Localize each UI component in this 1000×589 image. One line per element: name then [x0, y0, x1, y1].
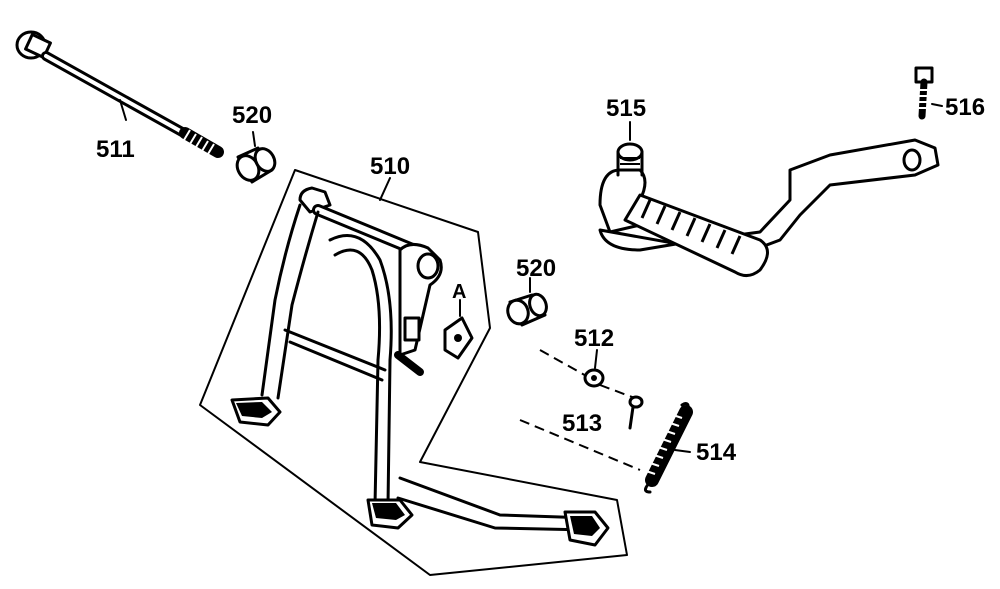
leader-510 [379, 177, 391, 201]
label-512: 512 [574, 325, 615, 352]
label-515: 515 [606, 95, 647, 122]
spring-514 [642, 402, 693, 494]
bolt-516 [914, 66, 934, 120]
label-510: 510 [370, 153, 411, 180]
assembly-line-514 [519, 419, 641, 471]
pin-513 [628, 395, 644, 430]
label-513: 513 [562, 410, 603, 437]
leader-516 [931, 103, 943, 107]
main-stand-510 [230, 186, 610, 547]
bushing-520-top [235, 146, 277, 184]
bushing-520-mid [506, 292, 548, 327]
label-514: 514 [696, 439, 737, 466]
leader-511 [119, 99, 127, 121]
leader-512 [594, 349, 598, 369]
washer-512 [583, 368, 605, 388]
clip-A [443, 316, 474, 360]
label-516: 516 [945, 94, 986, 121]
label-511: 511 [96, 136, 135, 163]
kick-arm-515 [598, 138, 940, 277]
leader-520-top [252, 131, 256, 147]
assembly-line-512 [539, 349, 591, 379]
label-A: A [452, 281, 467, 303]
label-520-top: 520 [232, 102, 273, 129]
axle-bolt-511 [15, 30, 224, 158]
leader-514 [674, 449, 691, 453]
group-510-outline [199, 169, 628, 576]
label-520-mid: 520 [516, 255, 557, 282]
